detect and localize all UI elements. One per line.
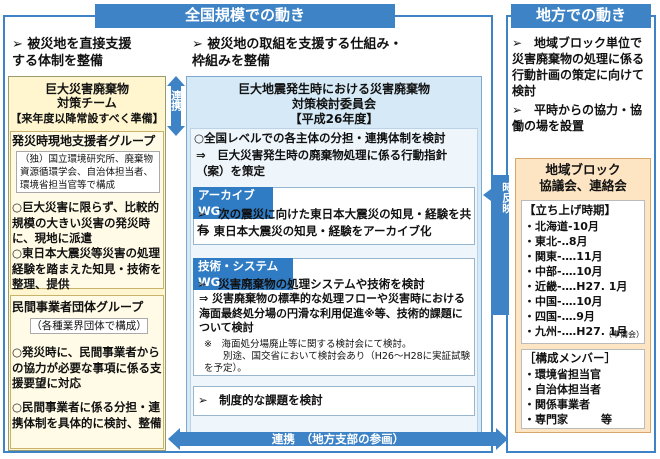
member-item: ・自治体担当者 (524, 383, 601, 396)
launch-schedule-list: ・北海道-10月・東北-‥8月・関東-‥‥11月・中部-‥‥10月・近畿-‥‥H… (524, 219, 644, 339)
committee-main-sub: ⇒ 巨大災害発生時の廃棄物処理に係る行動指針（案）を策定 (196, 148, 448, 178)
committee-year: 【平成26年度】 (289, 112, 379, 126)
members-list: ・環境省担当官・自治体担当者・関係事業者・専門家 等 (524, 367, 644, 427)
launch-schedule-item: ・北海道-10月 (524, 220, 599, 233)
private-group-title: 民間事業者団体グループ (12, 300, 144, 314)
archive-wg-title: アーカイブWG (193, 187, 273, 219)
private-group-item-1: ○発災時に、民間事業者からの協力が必要な事項に係る支援要望に対応 (12, 345, 162, 390)
institutional-item: ➢ 制度的な課題を検討 (198, 393, 323, 407)
launch-schedule-item: ・九州-‥‥H27. 1月 (524, 325, 628, 338)
launch-schedule-item: ・東北-‥8月 (524, 235, 588, 248)
member-item: ・環境省担当官 (524, 368, 601, 381)
tech-wg-item-2: ⇒ 災害廃棄物の標準的な処理フローや災害時における海面最終処分場の円滑な利用促進… (199, 292, 466, 334)
launch-schedule-note: （準備会） (604, 330, 644, 339)
launch-schedule-item: ・関東-‥‥11月 (524, 250, 603, 263)
committee-title-1: 巨大地震発生時における災害廃棄物 (237, 82, 430, 96)
regional-bullet-2: ➢ 平時からの協力・協働の場を設置 (512, 103, 643, 133)
col1-bullet: ➢ 被災地を直接支援 する体制を整備 (12, 37, 132, 69)
support-group-item-2: ○東日本大震災等災害の処理経験を踏まえた知見・技術を整理、提供 (12, 246, 162, 291)
bottom-link-label: 連携 （地方支部の参画） (271, 432, 405, 446)
regional-header: 地方での動き (511, 4, 651, 28)
launch-schedule-item: ・中国-‥‥10月 (524, 295, 603, 308)
team-title-1: 巨大災害廃棄物 (44, 82, 129, 96)
private-group-item-2: ○民間事業者に係る分担・連携体制を具体的に検討、整備 (12, 400, 162, 430)
support-group-item-1: ○巨大災害に限らず、比較的規模の大きい災害の発災時に、現地に派遣 (12, 200, 159, 245)
link-label: 連携 (170, 90, 182, 111)
tech-wg-title: 技術・システムWG (193, 258, 293, 290)
support-group-note: （独）国立環境研究所、廃棄物資源循環学会、自治体担当者、環境省担当官等で構成 (16, 151, 160, 193)
launch-schedule-item: ・四国-‥‥9月 (524, 310, 595, 323)
institutional-box (193, 386, 475, 416)
members-box (521, 349, 645, 429)
launch-schedule-box (521, 200, 645, 344)
launch-schedule-title: 【立ち上げ時期】 (524, 203, 616, 217)
committee-title-2: 対策検討委員会 (291, 97, 376, 111)
link-arrow (167, 76, 185, 136)
committee-main-item: ○全国レベルでの各主体の分担・連携体制を検討 (194, 131, 446, 145)
bottom-link-arrow (168, 428, 508, 450)
member-item: ・関係事業者 (524, 398, 590, 411)
feedback-arrow (483, 175, 509, 315)
tech-wg-item-1: ➢ 災害廃棄物の処理システムや技術を検討 (197, 277, 425, 291)
archive-wg-item-1: ➢ 次の震災に向けた東日本大震災の知見・経験を共有 (197, 207, 472, 237)
launch-schedule-item: ・近畿-‥‥H27. 1月 (524, 280, 628, 293)
archive-wg-item-2: ⇒ 東日本大震災の知見・経験をアーカイブ化 (200, 224, 432, 238)
regional-block-title-2: 協議会、連絡会 (539, 178, 627, 193)
team-title-2: 対策チーム (57, 96, 117, 110)
support-group-title: 発災時現地支援者グループ (12, 134, 156, 148)
launch-schedule-item: ・中部-‥‥10月 (524, 265, 603, 278)
team-subtitle: 【来年度以降常設すべく準備】 (10, 112, 164, 125)
private-group-note: （各種業界団体で構成） (30, 318, 148, 334)
national-header: 全国規模での動き (95, 4, 395, 28)
regional-bullet-1: ➢ 地域ブロック単位で災害廃棄物の処理に係る行動計画の策定に向けて検討 (512, 36, 645, 98)
members-title: ［構成メンバー］ (524, 351, 616, 365)
tech-wg-note: ※ 海面処分場廃止等に関する検討会にて検討。 別途、国交省において検討会あり（H… (204, 339, 471, 374)
member-item: ・専門家 等 (524, 413, 612, 426)
regional-block-title-1: 地域ブロック (545, 162, 621, 177)
col2-bullet: ➢ 被災地の取組を支援する仕組み・ 枠組みを整備 (192, 37, 403, 69)
